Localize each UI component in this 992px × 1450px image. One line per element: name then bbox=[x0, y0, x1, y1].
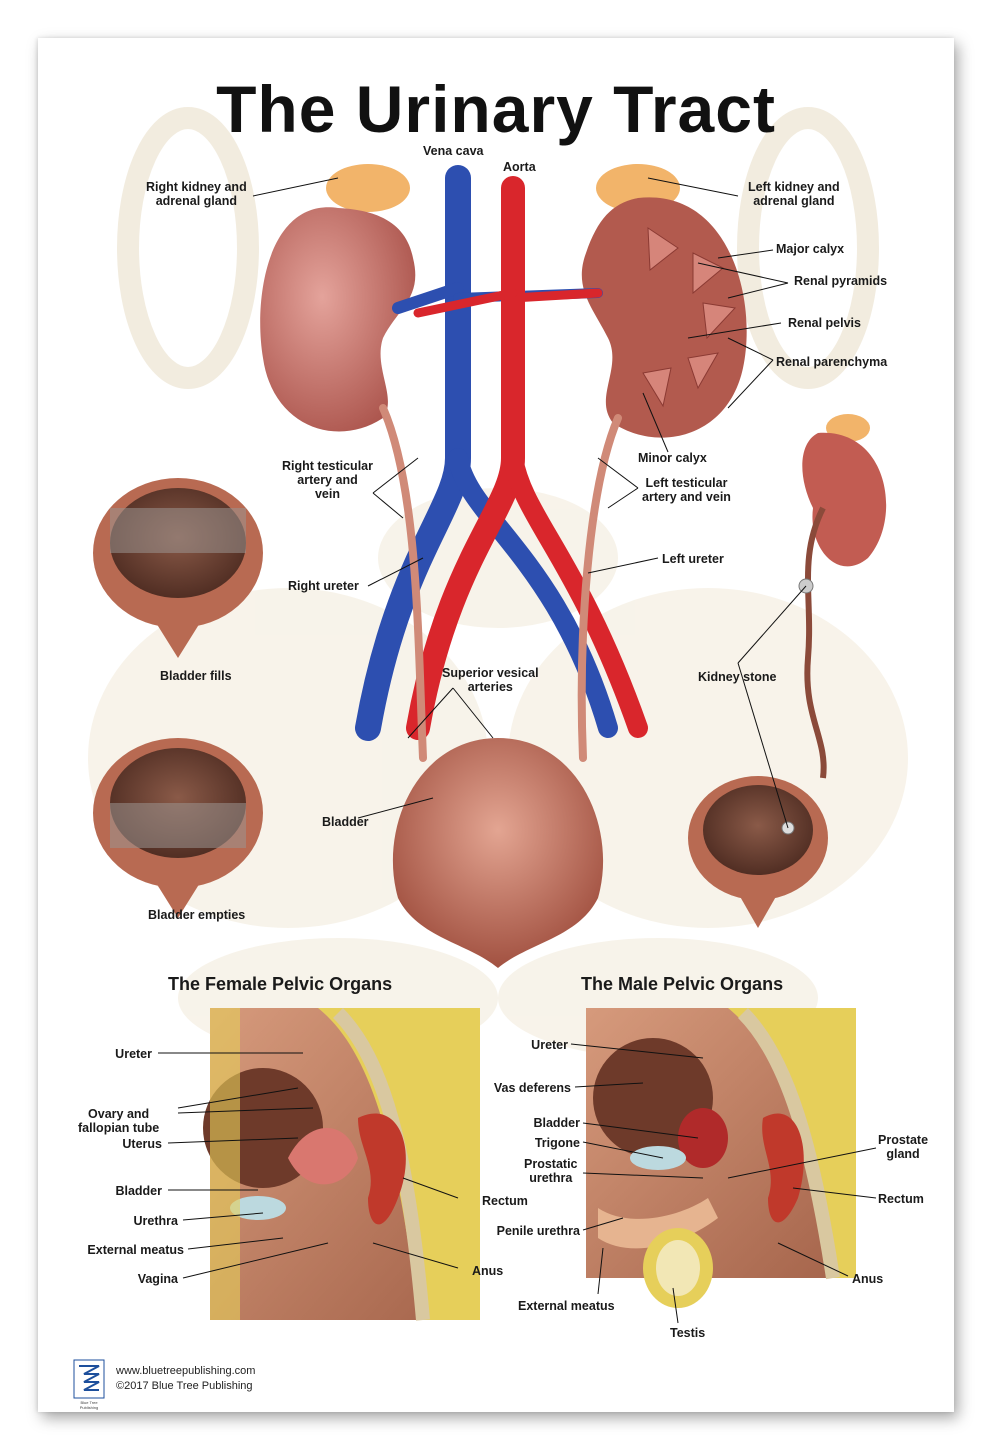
renal-pyramids bbox=[642, 227, 737, 408]
ureters bbox=[379, 404, 622, 762]
female-label-vagina: Vagina bbox=[137, 1272, 178, 1286]
female-label-ovary: Ovary and fallopian tube bbox=[78, 1107, 160, 1135]
footer: www.bluetreepublishing.com ©2017 Blue Tr… bbox=[116, 1364, 255, 1394]
anatomy-illustration bbox=[73, 107, 908, 1399]
label-vena-cava: Vena cava bbox=[423, 144, 484, 158]
label-right-testicular: Right testicular artery and vein bbox=[282, 459, 373, 501]
female-label-ureter: Ureter bbox=[115, 1047, 152, 1061]
footer-url[interactable]: www.bluetreepublishing.com bbox=[116, 1365, 256, 1377]
label-bladder: Bladder bbox=[322, 815, 369, 829]
aorta bbox=[406, 176, 648, 740]
right-adrenal-gland bbox=[326, 164, 410, 212]
male-label-testis: Testis bbox=[670, 1326, 706, 1340]
bladder-fills-diagram bbox=[93, 478, 263, 658]
label-renal-parenchyma: Renal parenchyma bbox=[776, 355, 888, 369]
female-pelvic-section bbox=[203, 1008, 480, 1321]
right-kidney bbox=[260, 207, 416, 432]
label-renal-pelvis: Renal pelvis bbox=[788, 316, 861, 330]
label-left-ureter: Left ureter bbox=[662, 552, 724, 566]
page-title: The Urinary Tract bbox=[216, 72, 776, 146]
male-label-prostatic-urethra: Prostatic urethra bbox=[524, 1157, 578, 1185]
male-label-penile-urethra: Penile urethra bbox=[496, 1224, 580, 1238]
label-minor-calyx: Minor calyx bbox=[638, 451, 707, 465]
footer-copyright: ©2017 Blue Tree Publishing bbox=[116, 1380, 253, 1392]
label-left-testicular: Left testicular artery and vein bbox=[642, 476, 731, 504]
label-left-kidney: Left kidney and adrenal gland bbox=[748, 180, 840, 208]
label-bladder-empties: Bladder empties bbox=[148, 908, 246, 922]
publisher-logo bbox=[73, 1359, 105, 1399]
label-superior-vesical: Superior vesical arteries bbox=[442, 666, 539, 694]
male-label-trigone: Trigone bbox=[534, 1136, 580, 1150]
male-section-heading: The Male Pelvic Organs bbox=[581, 974, 784, 994]
male-label-vas-deferens: Vas deferens bbox=[493, 1081, 571, 1095]
male-label-prostate: Prostate gland bbox=[878, 1133, 929, 1161]
female-label-anus: Anus bbox=[472, 1264, 504, 1278]
female-label-external-meatus: External meatus bbox=[87, 1243, 184, 1257]
leader-lines bbox=[158, 177, 877, 1324]
male-pelvic-section bbox=[586, 1008, 856, 1308]
poster: The Urinary Tract Vena cava Aorta Right … bbox=[38, 38, 954, 1412]
male-label-bladder: Bladder bbox=[533, 1116, 580, 1130]
label-kidney-stone: Kidney stone bbox=[698, 670, 777, 684]
label-bladder-fills: Bladder fills bbox=[160, 669, 232, 683]
label-major-calyx: Major calyx bbox=[776, 242, 845, 256]
female-label-urethra: Urethra bbox=[133, 1214, 178, 1228]
female-label-rectum: Rectum bbox=[482, 1194, 528, 1208]
label-aorta: Aorta bbox=[503, 160, 536, 174]
male-label-rectum: Rectum bbox=[878, 1192, 924, 1206]
female-label-uterus: Uterus bbox=[122, 1137, 162, 1151]
left-kidney-cross-section bbox=[581, 197, 747, 438]
male-label-anus: Anus bbox=[852, 1272, 884, 1286]
female-section-heading: The Female Pelvic Organs bbox=[168, 974, 393, 994]
logo-text: Blue Tree Publishing bbox=[79, 1400, 99, 1410]
kidney-stone-diagram bbox=[688, 414, 887, 928]
label-right-kidney: Right kidney and adrenal gland bbox=[146, 180, 247, 208]
male-label-ureter: Ureter bbox=[531, 1038, 568, 1052]
central-bladder bbox=[392, 738, 604, 968]
label-right-ureter: Right ureter bbox=[288, 579, 359, 593]
female-label-bladder: Bladder bbox=[115, 1184, 162, 1198]
male-label-external-meatus: External meatus bbox=[518, 1299, 615, 1313]
bladder-empties-diagram bbox=[93, 738, 263, 918]
label-renal-pyramids: Renal pyramids bbox=[794, 274, 888, 288]
